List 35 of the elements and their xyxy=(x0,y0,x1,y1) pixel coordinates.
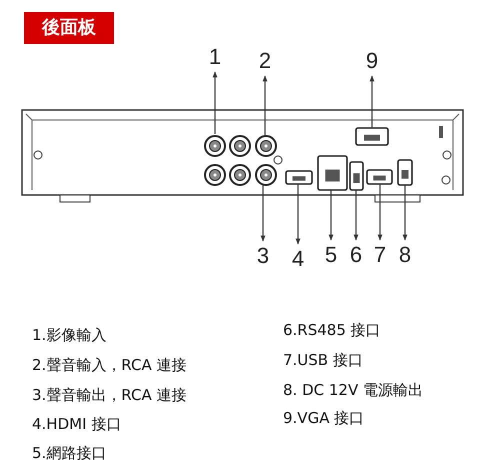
callout-number: 7 xyxy=(371,242,389,268)
legend-text: 4.HDMI 接口 xyxy=(32,414,122,434)
ethernet-port-drawing xyxy=(317,155,348,191)
callout-number: 3 xyxy=(254,243,272,269)
callout-number: 9 xyxy=(363,48,381,74)
legend-text: 3.聲音輸出，RCA 連接 xyxy=(32,385,186,405)
legend-text: 8. DC 12V 電源輸出 xyxy=(283,380,423,400)
callout-number: 5 xyxy=(322,242,340,268)
bnc-connectors-drawing xyxy=(204,135,251,186)
callout-number: 8 xyxy=(396,242,414,268)
callout-number: 4 xyxy=(289,246,307,272)
leader-line xyxy=(262,75,268,136)
legend-text: 6.RS485 接口 xyxy=(283,320,381,340)
leader-line xyxy=(354,190,358,241)
legend-text: 5.網路接口 xyxy=(32,443,106,463)
leader-line xyxy=(260,185,266,242)
leader-line xyxy=(328,190,334,241)
power-jack-drawing xyxy=(397,159,413,186)
title-banner: 後面板 xyxy=(24,12,114,44)
leader-line xyxy=(212,71,218,134)
leader-line xyxy=(370,75,374,128)
legend-text: 7.USB 接口 xyxy=(283,350,363,370)
leader-line xyxy=(378,184,382,241)
legend-text: 2.聲音輸入，RCA 連接 xyxy=(32,355,186,375)
leader-line xyxy=(402,185,408,241)
usb-port-drawing xyxy=(366,169,393,185)
callout-number: 6 xyxy=(347,242,365,268)
vga-port-drawing xyxy=(355,127,389,146)
callout-number: 2 xyxy=(256,48,274,74)
hdmi-port-drawing xyxy=(285,170,313,185)
legend-text: 1.影像輸入 xyxy=(32,325,106,345)
terminal-block-drawing xyxy=(349,161,364,191)
leader-line xyxy=(296,184,300,245)
legend-text: 9.VGA 接口 xyxy=(283,408,364,428)
callout-number: 1 xyxy=(206,44,224,70)
